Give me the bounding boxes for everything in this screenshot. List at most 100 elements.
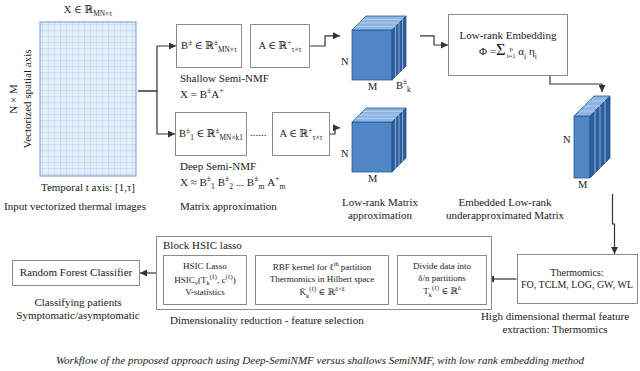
text: Input vectorized thermal images: [4, 200, 146, 212]
text-line: V-statistics: [185, 287, 225, 298]
connector-arrow: [330, 128, 340, 134]
text: Deep Semi-NMF: [180, 160, 256, 172]
text: N: [341, 56, 349, 67]
text: (T: [198, 275, 207, 285]
text: A: [211, 88, 219, 100]
axis-label: N × M: [7, 44, 21, 154]
slice-lines: [579, 101, 605, 173]
matrix-grid: [40, 22, 136, 176]
text-line: FO, TCLM, LOG, GW, WL: [521, 279, 633, 292]
text: X ∈ ℝ: [64, 4, 93, 15]
text: i: [524, 52, 526, 61]
text-line: RBF kernel for ℓthpartition: [273, 260, 372, 273]
text: HSIC: [174, 275, 195, 285]
text: +: [308, 126, 312, 135]
text: 1: [211, 182, 215, 191]
connector-arrow: [310, 36, 340, 46]
text-block: Divide data intoδ/n partitionsTk(ℓ)∈ ℝδ: [413, 261, 471, 298]
formula: X ≈ B±1B±2... B±mA+m: [180, 174, 285, 191]
text: Dimensionality reduction - feature selec…: [170, 314, 364, 326]
text: Divide data into: [413, 261, 471, 271]
text: Matrix approximation: [180, 200, 277, 212]
slab-front: [574, 116, 590, 178]
text: ∈ ℝ: [196, 128, 215, 139]
text-block: Low-rank EmbeddingΦ =Σpi=1αiηi: [460, 29, 557, 62]
text: A: [267, 176, 275, 188]
text: m: [258, 182, 264, 191]
process-box: Thermomics:FO, TCLM, LOG, GW, WL: [517, 254, 638, 304]
text: i=1: [507, 53, 516, 60]
text: MN×τ: [93, 9, 112, 18]
embedded-slab: [574, 96, 610, 178]
connector-arrow: [550, 76, 602, 92]
stage-caption: Low-rank Matrix approximation: [328, 196, 432, 222]
text: HSIC Lasso: [183, 261, 227, 271]
text-block: Thermomics:FO, TCLM, LOG, GW, WL: [521, 267, 633, 292]
cube-front: [352, 122, 392, 172]
text: Random Forest Classifier: [20, 266, 132, 278]
sum-limits: pi=1: [507, 46, 516, 59]
text: B: [181, 40, 188, 51]
process-box: RBF kernel for ℓthpartitionThermomics in…: [255, 255, 389, 305]
text-line: M: [368, 81, 377, 94]
matrix-box: A ∈ ℝ+τ×τ: [250, 24, 310, 68]
tensor-cube: [352, 108, 406, 172]
formula: X = B±A+: [180, 86, 224, 101]
text: High dimensional thermal feature extract…: [481, 310, 629, 335]
text: B: [396, 80, 403, 91]
text: 1: [190, 133, 194, 142]
text: M: [368, 81, 377, 92]
text: k: [429, 291, 432, 298]
text-line: Block HSIC lasso: [163, 239, 242, 252]
matrix-box: B±∈ ℝ±MN×τ: [176, 24, 242, 68]
text-line: N: [563, 134, 571, 147]
text: ±: [186, 126, 190, 135]
axis-label: Temporal t axis: [1,τ]: [38, 181, 138, 194]
text: Low-rank Matrix approximation: [342, 196, 418, 221]
text: X = B: [180, 88, 207, 100]
text: (ℓ): [225, 273, 232, 280]
text: V-statistics: [185, 287, 225, 297]
text: ±: [207, 86, 211, 95]
text: i: [535, 52, 537, 61]
text: Classifying patients Symptomatic/asympto…: [16, 296, 139, 321]
text: Block HSIC lasso: [163, 239, 242, 251]
text: Low-rank Embedding: [460, 29, 557, 41]
text: ......: [250, 126, 267, 138]
text-block: RBF kernel for ℓthpartitionThermomics in…: [270, 260, 375, 299]
text-block: B±∈ ℝ±MN×τ: [181, 38, 237, 55]
stage-caption: Classifying patients Symptomatic/asympto…: [4, 296, 152, 322]
text: N: [341, 148, 349, 159]
slice-lines: [356, 112, 403, 169]
text-line: A ∈ ℝ+τ×τ: [280, 126, 323, 143]
text-line: Thermomics:: [550, 267, 603, 280]
text: ∈ ℝ: [319, 287, 335, 297]
text: k: [306, 292, 309, 299]
text-line: M: [368, 173, 377, 186]
text: Φ =: [479, 45, 496, 57]
tensor-cube: [352, 16, 406, 80]
text: MN×τ: [218, 45, 237, 54]
cube-front: [352, 30, 392, 80]
stage-caption: High dimensional thermal feature extract…: [474, 310, 636, 336]
text: RBF kernel for ℓ: [273, 262, 334, 272]
figure-caption: Workflow of the proposed approach using …: [0, 354, 640, 366]
text: k: [407, 85, 411, 94]
text-line: Thermomics in Hilbert space: [270, 274, 375, 285]
text: N: [563, 134, 571, 145]
text: T: [423, 286, 429, 296]
text: (ℓ): [210, 273, 217, 280]
text: δ: [458, 284, 461, 291]
text-line: A ∈ ℝ+τ×τ: [259, 38, 302, 55]
text: Thermomics in Hilbert space: [270, 274, 375, 284]
connector-arrow: [420, 36, 448, 45]
text: v: [195, 279, 198, 286]
matrix-ground: [40, 22, 136, 176]
text: ±: [225, 174, 229, 183]
text: 2: [229, 182, 233, 191]
text: Shallow Semi-NMF: [180, 72, 269, 84]
text-line: M: [578, 179, 587, 192]
text-block: Random Forest Classifier: [20, 266, 132, 280]
text: ): [233, 275, 236, 285]
